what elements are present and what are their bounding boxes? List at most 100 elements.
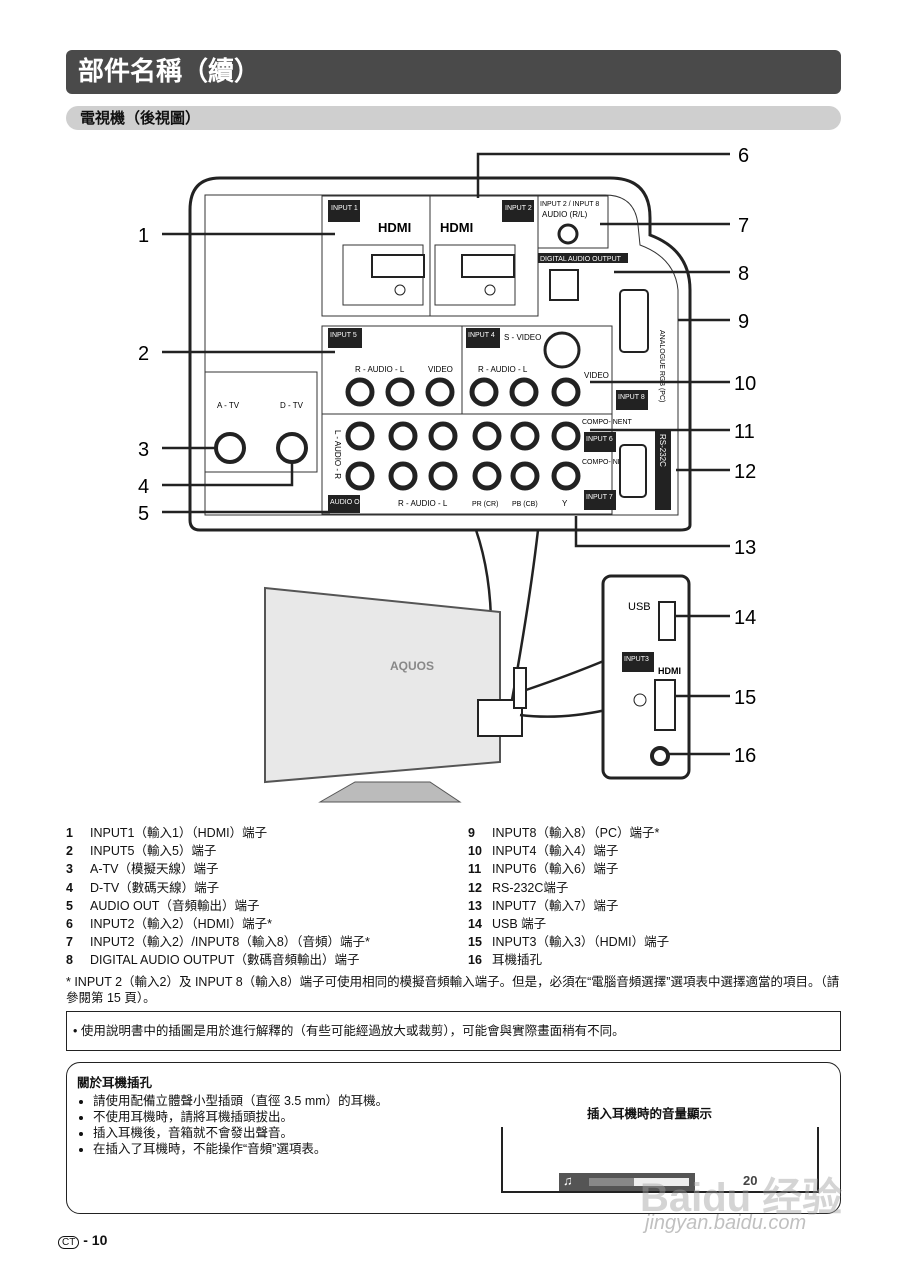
audio-rl-jack (557, 223, 579, 245)
watermark-brand: Baidu 经验 (640, 1176, 843, 1220)
input5-label: INPUT 5 (330, 332, 357, 339)
a-tv-label: A - TV (217, 401, 240, 410)
list-item: 請使用配備立體聲小型插頭（直徑 3.5 mm）的耳機。 (93, 1093, 388, 1109)
callout-2: 2 (138, 343, 149, 365)
hdmi1-port (371, 254, 425, 278)
headphone-box: 關於耳機插孔 請使用配備立體聲小型插頭（直徑 3.5 mm）的耳機。 不使用耳機… (66, 1062, 841, 1214)
hdmi-label-2: HDMI (440, 220, 473, 235)
callout-4: 4 (138, 476, 149, 498)
s-video-label: S - VIDEO (504, 333, 541, 342)
callout-12: 12 (734, 461, 756, 483)
vga-port (619, 289, 649, 353)
callout-11: 11 (734, 421, 755, 443)
page-number: 10 (91, 1232, 108, 1248)
input1-label: INPUT 1 (331, 205, 358, 212)
callout-13: 13 (734, 537, 756, 559)
input4-label: INPUT 4 (468, 332, 495, 339)
audio-rl-label: AUDIO (R/L) (542, 210, 588, 219)
callout-16: 16 (734, 745, 756, 767)
list-item: 插入耳機後，音箱就不會發出聲音。 (93, 1125, 388, 1141)
rear-view-diagram: INPUT 1 INPUT 2 HDMI HDMI INPUT 2 / INPU… (138, 145, 756, 803)
analogue-label: ANALOGUE RGB (PC) (658, 330, 665, 402)
volume-title: 插入耳機時的音量顯示 (587, 1107, 713, 1121)
hdmi2-port (461, 254, 515, 278)
usb-label: USB (628, 601, 651, 613)
headphone-icon: ♫ (563, 1173, 573, 1188)
callout-9: 9 (738, 311, 749, 333)
component-label-6: COMPO- NENT (582, 419, 633, 426)
callout-8: 8 (738, 263, 749, 285)
input2-label: INPUT 2 (505, 205, 532, 212)
callout-1: 1 (138, 225, 149, 247)
callout-15: 15 (734, 687, 756, 709)
page-footer: CT - 10 (58, 1232, 107, 1249)
video-label-5: VIDEO (428, 365, 453, 374)
volume-display: ♫ 20 (501, 1127, 819, 1193)
input8-label: INPUT 8 (618, 394, 645, 401)
headphone-title: 關於耳機插孔 (77, 1076, 153, 1090)
volume-track (589, 1178, 689, 1186)
section-subtitle: 電視機（後視圖） (66, 106, 841, 130)
callout-14: 14 (734, 607, 756, 629)
rs232c-port (619, 444, 647, 498)
usb-port (658, 601, 676, 641)
callout-10: 10 (734, 373, 756, 395)
component-label-7: COMPO- NENT (582, 459, 633, 466)
input2-8-label: INPUT 2 / INPUT 8 (540, 201, 599, 208)
headphone-jack (650, 746, 670, 766)
audio-out-label: AUDIO OUT (330, 499, 370, 506)
hdmi-label-3: HDMI (658, 666, 681, 676)
pr-label: PR (CR) (472, 501, 498, 508)
headphone-bullets: 請使用配備立體聲小型插頭（直徑 3.5 mm）的耳機。 不使用耳機時，請將耳機插… (77, 1093, 388, 1157)
r-audio-l-bottom: R - AUDIO - L (398, 499, 448, 508)
volume-bar: ♫ (559, 1173, 695, 1191)
y-label: Y (562, 499, 568, 508)
input6-label: INPUT 6 (586, 436, 613, 443)
d-tv-label: D - TV (280, 401, 304, 410)
a-tv-jack (214, 432, 246, 464)
tv-rear (264, 586, 501, 784)
l-audio-r-label: L - AUDIO - R (333, 430, 342, 479)
page-title: 部件名稱（續） (66, 50, 841, 94)
r-audio-l-label-4: R - AUDIO - L (478, 365, 528, 374)
rs232c-label: RS-232C (658, 434, 667, 467)
callout-6: 6 (738, 145, 749, 167)
aquos-logo: AQUOS (390, 659, 434, 673)
optical-port (549, 269, 579, 301)
video-label-4: VIDEO (584, 371, 609, 380)
watermark-url: jingyan.baidu.com (645, 1212, 807, 1234)
r-audio-l-label-5: R - AUDIO - L (355, 365, 405, 374)
input3-label: INPUT3 (624, 656, 649, 663)
volume-fill (589, 1178, 634, 1186)
d-tv-jack (276, 432, 308, 464)
pb-label: PB (CB) (512, 501, 538, 508)
digital-audio-label: DIGITAL AUDIO OUTPUT (540, 256, 622, 263)
callout-3: 3 (138, 439, 149, 461)
notice-box: • 使用說明書中的插圖是用於進行解釋的（有些可能經過放大或裁剪），可能會與實際畫… (66, 1011, 841, 1051)
volume-value: 20 (743, 1173, 758, 1188)
list-item: 在插入了耳機時，不能操作“音頻”選項表。 (93, 1141, 388, 1157)
s-video-port (543, 331, 581, 369)
input7-label: INPUT 7 (586, 494, 613, 501)
list-item: 不使用耳機時，請將耳機插頭拔出。 (93, 1109, 388, 1125)
hdmi3-port (654, 679, 676, 731)
callout-5: 5 (138, 503, 149, 525)
lang-badge: CT (58, 1236, 80, 1249)
